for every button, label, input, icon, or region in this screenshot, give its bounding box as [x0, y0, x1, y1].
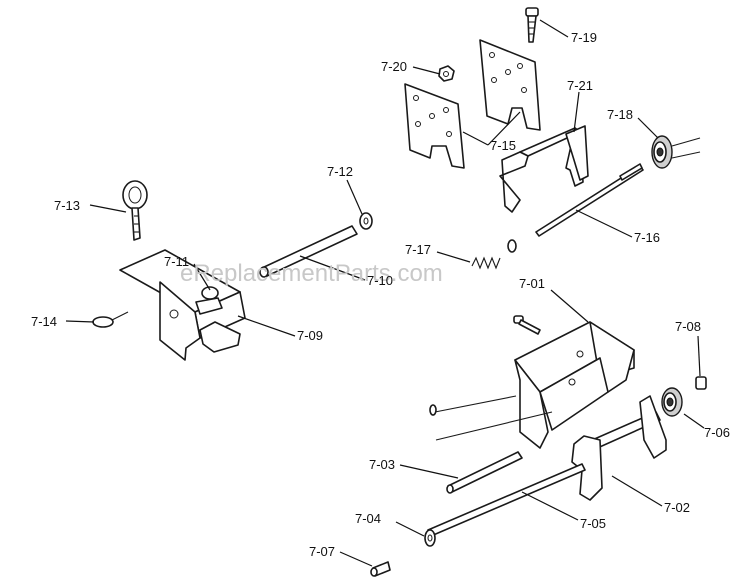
watermark-text: eReplacementParts.com [180, 260, 443, 287]
callout-7-14: 7-14 [31, 314, 57, 329]
part-7-03-rod [446, 451, 523, 494]
part-7-06-bearing [661, 387, 683, 417]
part-7-17-spring [471, 239, 517, 270]
callout-7-19: 7-19 [571, 30, 597, 45]
part-7-20-nut [438, 65, 455, 82]
callout-7-06: 7-06 [704, 425, 730, 440]
callout-7-01: 7-01 [519, 276, 545, 291]
callout-7-21: 7-21 [567, 78, 593, 93]
part-7-12-washer [359, 212, 373, 230]
callout-7-03: 7-03 [369, 457, 395, 472]
part-7-08-collar [695, 376, 707, 390]
callout-7-20: 7-20 [381, 59, 407, 74]
part-7-13-eyebolt [122, 180, 148, 241]
callout-7-05: 7-05 [580, 516, 606, 531]
callout-7-15: 7-15 [490, 138, 516, 153]
part-7-11-pin [195, 286, 223, 315]
part-7-14-clip [92, 311, 129, 328]
part-7-10-shaft [259, 225, 358, 278]
callout-7-13: 7-13 [54, 198, 80, 213]
callout-7-02: 7-02 [664, 500, 690, 515]
part-7-16-axle [535, 163, 644, 237]
callout-7-12: 7-12 [327, 164, 353, 179]
leader-lines [65, 19, 705, 567]
callout-7-10: 7-10 [367, 273, 393, 288]
callout-7-11: 7-11 [164, 254, 189, 269]
part-bolt-small [513, 315, 541, 335]
part-7-04-washer [424, 529, 436, 547]
part-7-15-plates [404, 39, 541, 169]
part-7-02-bracket [571, 395, 667, 501]
part-7-05-axle [427, 463, 586, 537]
callout-7-17: 7-17 [405, 242, 431, 257]
part-7-19-bolt [525, 7, 539, 43]
callout-7-07: 7-07 [309, 544, 335, 559]
part-cotter-pin [429, 395, 553, 441]
part-7-07-pin [370, 561, 391, 577]
callout-7-08: 7-08 [675, 319, 701, 334]
part-7-18-bearing [651, 135, 701, 169]
part-7-21-bracket [499, 125, 589, 213]
callout-7-16: 7-16 [634, 230, 660, 245]
callout-7-18: 7-18 [607, 107, 633, 122]
callout-7-04: 7-04 [355, 511, 381, 526]
part-7-01-frame [514, 321, 635, 449]
callout-7-09: 7-09 [297, 328, 323, 343]
